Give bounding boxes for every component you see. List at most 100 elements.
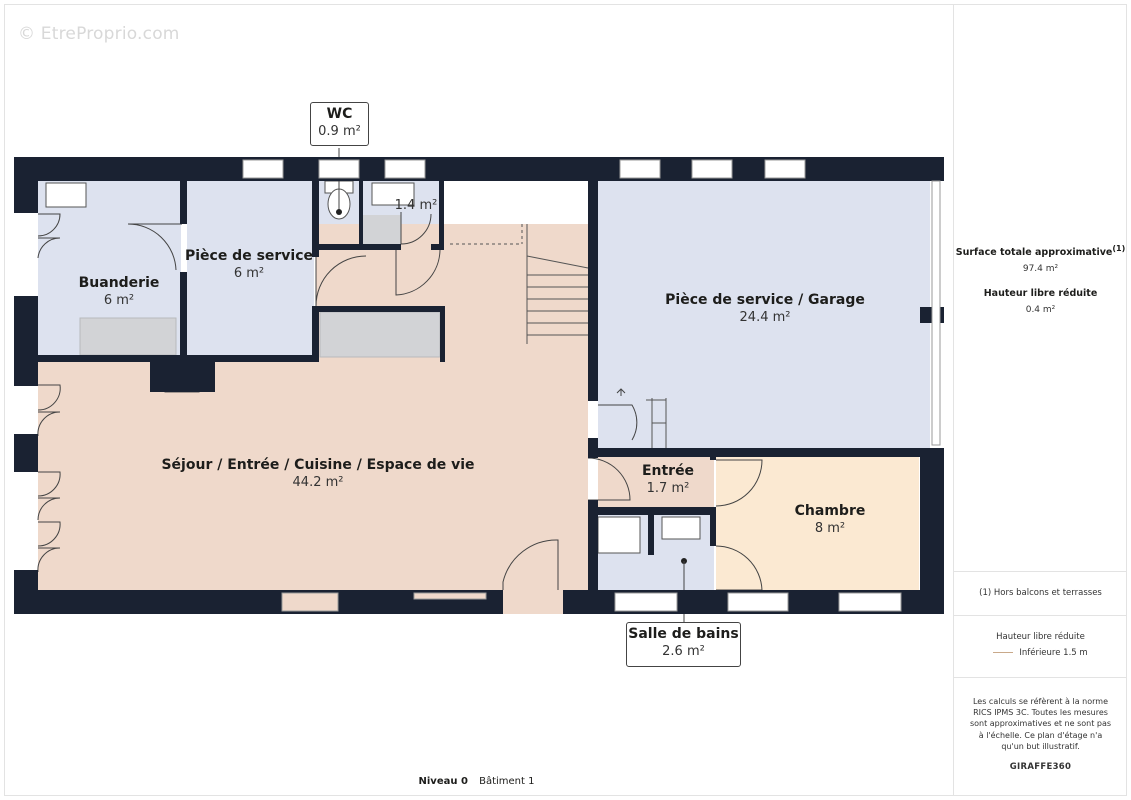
window-5	[691, 159, 733, 179]
floor-stair-landing	[444, 181, 588, 224]
divider	[954, 615, 1127, 616]
window-8	[413, 592, 487, 600]
room-area: 6 m²	[233, 265, 265, 281]
room-name: Salle de bains	[628, 626, 739, 642]
label-buanderie: Buanderie 6 m²	[79, 275, 160, 309]
wall-service-east	[312, 181, 319, 257]
fixtures	[45, 148, 701, 626]
floor-garage	[598, 181, 930, 448]
legend-title: Hauteur libre réduite	[996, 632, 1085, 642]
room-name: Pièce de service	[184, 248, 314, 264]
wall-east-top	[930, 157, 944, 167]
total-surface-block: Surface totale approximative(1) 97.4 m² …	[954, 244, 1127, 315]
room-floors	[38, 181, 930, 590]
windows	[242, 159, 941, 614]
wall-salle-divider	[648, 515, 654, 555]
window-10	[727, 592, 789, 612]
room-name: Séjour / Entrée / Cuisine / Espace de vi…	[161, 457, 475, 473]
door-swings	[37, 212, 763, 613]
ladder	[646, 398, 667, 448]
legend-item: Inférieure 1.5 m	[954, 648, 1127, 658]
wall-buanderie-south	[38, 355, 314, 362]
wall-buanderie-service	[180, 181, 187, 224]
wc-dot	[336, 209, 342, 215]
room-name: WC	[326, 106, 353, 122]
floor-plan	[14, 148, 944, 626]
total-surface-text: Surface totale approximative	[955, 247, 1113, 259]
room-area: 0.9 m²	[318, 123, 361, 139]
label-storage: 1.4 m²	[395, 198, 438, 214]
washbasin	[661, 516, 701, 540]
height-label: Hauteur libre réduite	[983, 288, 1098, 300]
legend-item-text: Inférieure 1.5 m	[1019, 648, 1088, 658]
floor-sejour	[38, 362, 588, 590]
disclaimer: Les calculs se réfèrent à la norme RICS …	[969, 697, 1112, 751]
wall-buanderie-service-low	[180, 272, 187, 362]
cabinet-buanderie	[79, 317, 177, 356]
watermark: © EtreProprio.com	[18, 24, 180, 44]
plan-footer: Niveau 0 Bâtiment 1	[0, 776, 953, 787]
level-label: Niveau 0	[418, 776, 468, 787]
footnote: (1) Hors balcons et terrasses	[979, 588, 1102, 598]
height-value: 0.4 m²	[1025, 305, 1056, 316]
walls	[14, 157, 944, 614]
room-area: 6 m²	[103, 292, 135, 308]
label-sejour: Séjour / Entrée / Cuisine / Espace de vi…	[161, 457, 474, 491]
wall-garage-west-top	[588, 181, 598, 401]
room-name: Entrée	[641, 463, 695, 479]
label-garage: Pièce de service / Garage 24.4 m²	[665, 292, 865, 326]
window-9	[614, 592, 678, 612]
window-7	[281, 592, 339, 612]
callout-salle-de-bains: Salle de bains 2.6 m²	[626, 622, 741, 667]
sink-buanderie	[45, 182, 87, 208]
wall-east-bot	[920, 448, 944, 614]
floor-entree	[598, 457, 714, 507]
divider	[954, 571, 1127, 572]
room-area: 44.2 m²	[292, 474, 344, 490]
wall-west-top	[14, 157, 38, 213]
window-1	[242, 159, 284, 179]
wall-west-mid1	[14, 296, 38, 386]
wall-entree-south	[598, 507, 714, 515]
room-area: 8 m²	[814, 520, 846, 536]
total-surface-note: (1)	[1112, 244, 1126, 253]
cabinet-service	[319, 311, 441, 358]
legend-block: Hauteur libre réduite Inférieure 1.5 m	[954, 632, 1127, 658]
wall-west-mid2	[14, 434, 38, 472]
wall-wc-south	[319, 244, 401, 250]
window-2	[318, 159, 360, 179]
divider	[954, 677, 1127, 678]
wall-storage-east	[439, 181, 444, 250]
info-sidebar: Surface totale approximative(1) 97.4 m² …	[953, 4, 1127, 796]
staircase	[450, 224, 589, 344]
callout-wc: WC 0.9 m²	[310, 102, 369, 146]
brand-logo: GIRAFFE360	[1009, 762, 1072, 772]
floor-piece-service	[187, 181, 314, 356]
building-label: Bâtiment 1	[479, 776, 535, 787]
label-piece-service: Pièce de service 6 m²	[185, 248, 313, 282]
room-area: 24.4 m²	[739, 309, 791, 325]
legend-swatch	[993, 652, 1014, 653]
page-frame	[4, 4, 1127, 796]
wall-cabinet-north	[319, 306, 445, 312]
door-opening-south	[503, 590, 563, 614]
wall-wc-storage	[359, 181, 363, 246]
window-4	[619, 159, 661, 179]
window-11	[838, 592, 902, 612]
floor-chambre	[716, 457, 919, 590]
shower-tray	[597, 516, 641, 554]
sink-storage	[371, 182, 415, 206]
wall-entree-chambre	[710, 457, 716, 460]
room-name: Pièce de service / Garage	[665, 292, 865, 308]
storage-fixture	[363, 215, 401, 245]
total-surface-label: Surface totale approximative(1)	[954, 244, 1127, 258]
window-3	[384, 159, 426, 179]
room-area: 2.6 m²	[662, 643, 705, 659]
wall-storage-south	[431, 244, 444, 250]
wall-cabinet-east	[440, 306, 445, 362]
room-area: 1.7 m²	[646, 480, 690, 496]
room-area: 1.4 m²	[394, 198, 438, 213]
wall-service-east-low	[312, 306, 319, 362]
wall-entree-west	[588, 500, 598, 614]
window-east	[931, 180, 941, 446]
